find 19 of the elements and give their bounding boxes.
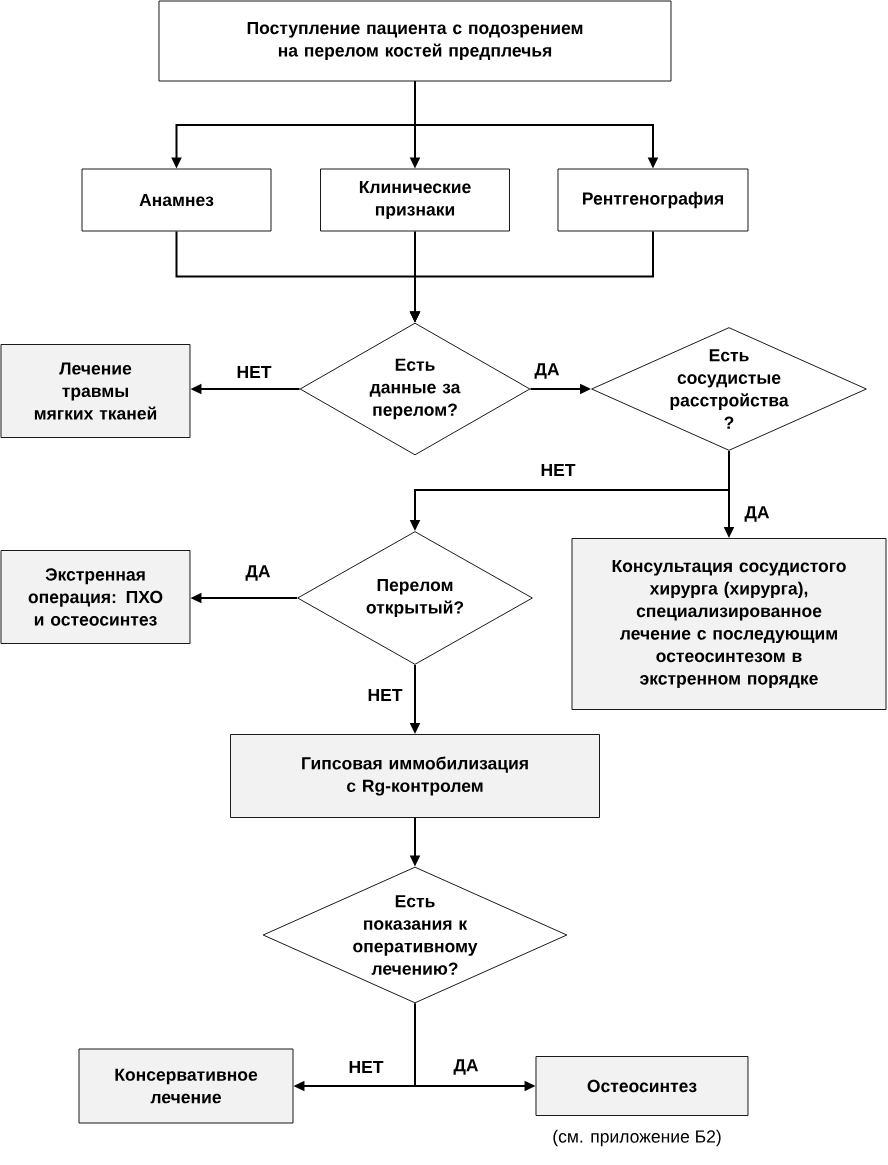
edge-label: НЕТ	[235, 364, 273, 380]
process-box: Анамнез	[81, 168, 272, 232]
process-box: Консультация сосудистого хирурга (хирурга), специализированное лечение с последующим остеосинтезом в экстренном порядке	[571, 538, 887, 710]
process-box: Гипсовая иммобилизация с Rg-контролем	[230, 734, 600, 818]
process-box: Остеосинтез	[535, 1056, 749, 1116]
process-box: Консервативное лечение	[78, 1048, 294, 1124]
process-box: Лечение травмы мягких тканей	[0, 344, 191, 438]
edge-label: НЕТ	[347, 1059, 385, 1075]
edge-label: ДА	[451, 1057, 481, 1077]
edge-label: ДА	[742, 504, 772, 524]
edge-label: НЕТ	[366, 687, 404, 703]
edge-label: НЕТ	[539, 462, 577, 478]
edge-label: ДА	[243, 563, 273, 583]
edge-label: ДА	[532, 361, 562, 381]
process-box: Экстренная операция: ПХО и остеосинтез	[0, 550, 191, 644]
note-text: (см. приложение Б2)	[553, 1129, 721, 1147]
process-box: Поступление пациента с подозрением на перелом костей предплечья	[158, 0, 672, 82]
process-box: Рентгенография	[557, 168, 749, 232]
process-box: Клинические признаки	[320, 168, 510, 232]
